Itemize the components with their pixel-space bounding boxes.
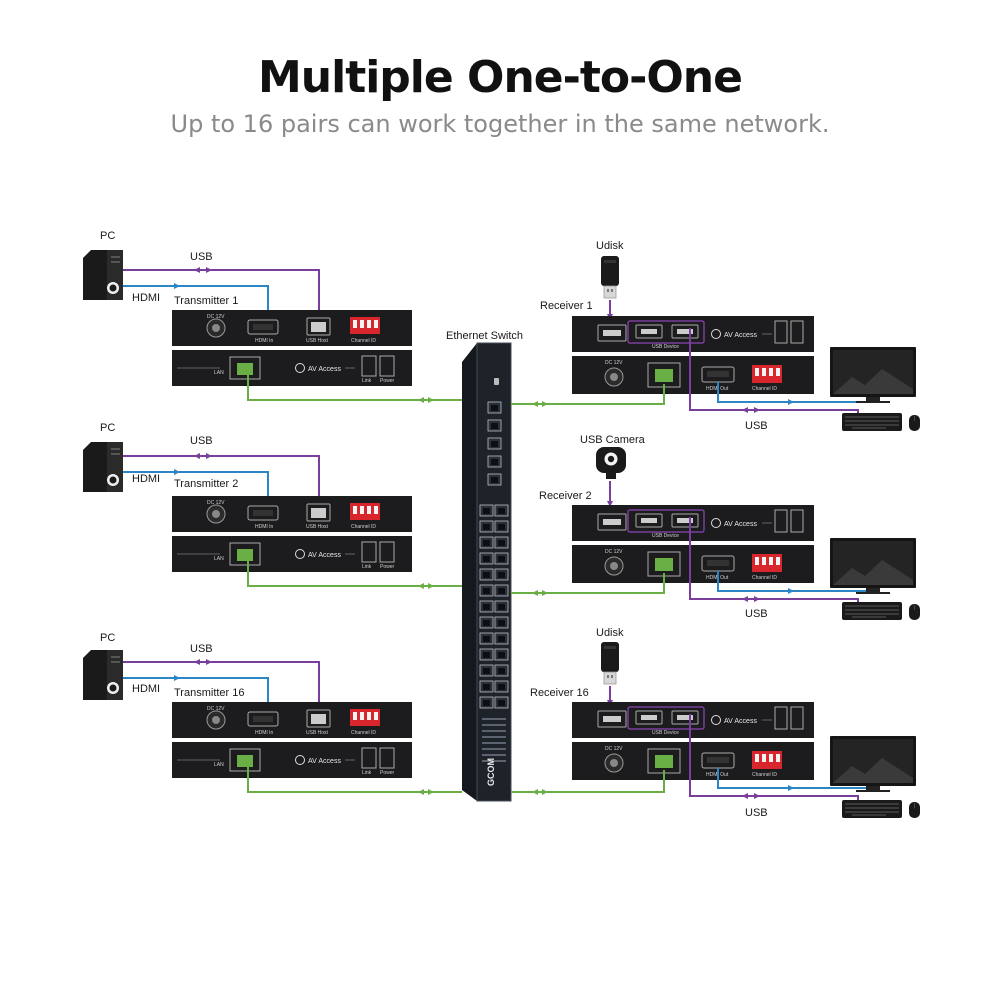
receiver-group-2: USB Camera Receiver 2 USB Device AV Acce… [511,434,921,621]
page-title: Multiple One-to-One [258,52,743,103]
hdmi-cable-label: HDMI [132,683,160,695]
pc-label: PC [100,632,115,644]
receiver-group-16: Udisk Receiver 16 USB Device AV Access D… [511,627,921,819]
transmitter-label: Transmitter 2 [174,478,238,490]
svg-text:DC 12V: DC 12V [605,360,623,366]
svg-text:USB Host: USB Host [306,730,329,736]
page-subtitle: Up to 16 pairs can work together in the … [170,110,830,138]
svg-text:HDMI In: HDMI In [255,524,274,530]
usb-cable-label: USB [190,643,213,655]
svg-text:USB Host: USB Host [306,338,329,344]
pc-tower-icon [83,442,123,492]
svg-text:HDMI In: HDMI In [255,338,274,344]
transmitter-group-2: PC USB HDMI Transmitter 2 DC 12V HDMI In… [83,422,462,589]
svg-text:Power: Power [380,564,395,570]
svg-text:AV Access: AV Access [724,332,757,339]
monitor-icon [830,736,916,792]
transmitter-front-panel: DC 12V HDMI In USB Host Channel ID [172,496,412,532]
svg-text:Channel ID: Channel ID [752,575,777,581]
receiver-front-panel: USB Device AV Access [572,316,814,352]
svg-text:AV Access: AV Access [308,758,341,765]
svg-text:Channel ID: Channel ID [351,730,376,736]
switch-brand-logo: GCOM [486,758,496,786]
lan-cable [247,558,462,587]
svg-text:AV Access: AV Access [724,521,757,528]
svg-text:Channel ID: Channel ID [752,772,777,778]
lan-cable [247,372,462,401]
svg-text:LAN: LAN [214,762,224,768]
keyboard-mouse-icon [841,799,921,819]
switch-label: Ethernet Switch [446,330,523,342]
svg-text:DC 12V: DC 12V [605,746,623,752]
transmitter-front-panel: DC 12V HDMI In USB Host Channel ID [172,310,412,346]
svg-text:Channel ID: Channel ID [752,386,777,392]
usb-camera-icon [596,447,626,479]
monitor-icon [830,538,916,594]
svg-text:DC 12V: DC 12V [207,500,225,506]
svg-text:USB Host: USB Host [306,524,329,530]
udisk-icon [600,641,620,685]
receiver-front-panel: USB Device AV Access [572,702,814,738]
peripheral-label: Udisk [596,627,624,639]
svg-text:Channel ID: Channel ID [351,524,376,530]
udisk-icon [600,255,620,299]
svg-text:Link: Link [362,378,372,384]
transmitter-label: Transmitter 1 [174,295,238,307]
usb-cable-label: USB [745,420,768,432]
svg-text:Channel ID: Channel ID [351,338,376,344]
usb-cable-label: USB [190,435,213,447]
svg-text:AV Access: AV Access [308,552,341,559]
transmitter-rear-panel: LAN AV Access Link Power [172,536,412,572]
svg-text:Link: Link [362,564,372,570]
pc-tower-icon [83,250,123,300]
svg-text:DC 12V: DC 12V [207,706,225,712]
svg-text:LAN: LAN [214,556,224,562]
svg-text:DC 12V: DC 12V [207,314,225,320]
svg-text:HDMI In: HDMI In [255,730,274,736]
transmitter-label: Transmitter 16 [174,687,245,699]
hdmi-cable-label: HDMI [132,292,160,304]
svg-text:AV Access: AV Access [724,718,757,725]
usb-cable-label: USB [190,251,213,263]
svg-text:USB Device: USB Device [652,533,679,539]
pc-label: PC [100,230,115,242]
peripheral-label: USB Camera [580,434,646,446]
svg-text:USB Device: USB Device [652,730,679,736]
usb-cable-label: USB [745,807,768,819]
keyboard-mouse-icon [841,412,921,432]
receiver-label: Receiver 2 [539,490,592,502]
receiver-front-panel: USB Device AV Access [572,505,814,541]
usb-cable [123,455,320,504]
usb-cable-label: USB [745,608,768,620]
usb-cable [123,269,320,318]
receiver-rear-panel: DC 12V HDMI Out Channel ID [572,545,814,583]
svg-text:LAN: LAN [214,370,224,376]
svg-text:DC 12V: DC 12V [605,549,623,555]
receiver-rear-panel: DC 12V HDMI Out Channel ID [572,356,814,394]
svg-text:Link: Link [362,770,372,776]
transmitter-rear-panel: LAN AV Access Link Power [172,742,412,778]
receiver-group-1: Udisk Receiver 1 USB Device AV Access [511,240,921,432]
transmitter-front-panel: DC 12V HDMI In USB Host Channel ID [172,702,412,738]
pc-label: PC [100,422,115,434]
usb-cable [123,661,320,710]
receiver-label: Receiver 1 [540,300,593,312]
peripheral-label: Udisk [596,240,624,252]
hdmi-cable-label: HDMI [132,473,160,485]
pc-tower-icon [83,650,123,700]
transmitter-rear-panel: LAN AV Access Link Power [172,350,412,386]
receiver-label: Receiver 16 [530,687,589,699]
svg-text:Power: Power [380,770,395,776]
svg-text:USB Device: USB Device [652,344,679,350]
svg-text:Power: Power [380,378,395,384]
receiver-rear-panel: DC 12V HDMI Out Channel ID [572,742,814,780]
transmitter-group-16: PC USB HDMI Transmitter 16 DC 12V HDMI I… [83,632,462,795]
lan-cable [247,764,462,793]
monitor-icon [830,347,916,403]
ethernet-switch: GCOM [462,342,512,802]
svg-text:AV Access: AV Access [308,366,341,373]
transmitter-group-1: PC USB HDMI Transmitter 1 DC 12V HDMI In… [83,230,462,403]
keyboard-mouse-icon [841,601,921,621]
